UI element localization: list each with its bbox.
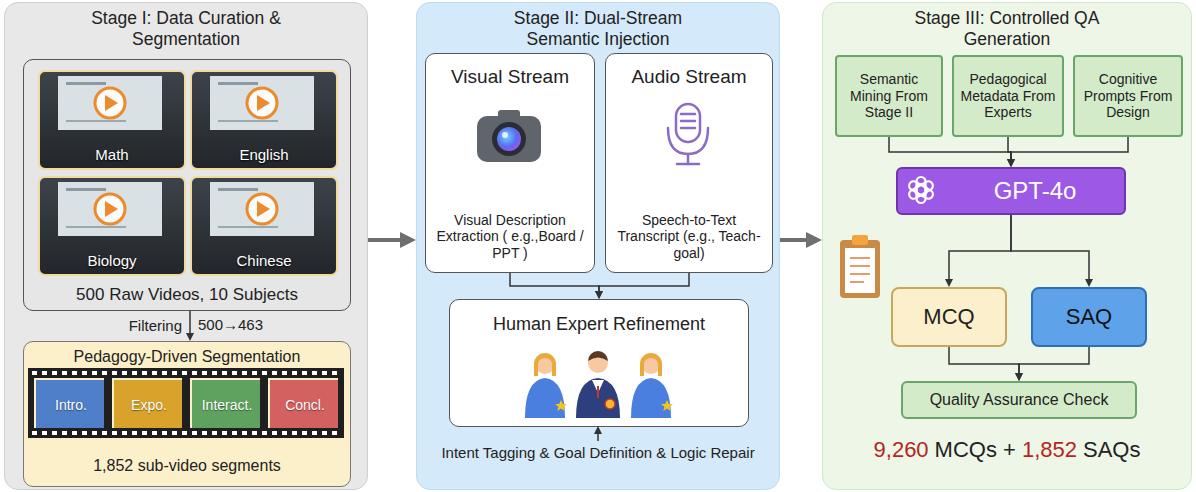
video-thumbnail-art (58, 76, 314, 236)
connector-arrow (1011, 137, 1128, 159)
input-box: Cognitive Prompts From Design (1073, 55, 1183, 137)
node-text: SAQ (1066, 304, 1112, 330)
stage-panel: Stage II: Dual-Stream Semantic Injection… (416, 2, 780, 490)
count-note: 500→463 (198, 315, 263, 335)
video-thumbnail: English (190, 70, 338, 170)
stage-panel: Stage I: Data Curation & Segmentation 500… (4, 2, 368, 490)
connector-arrow (510, 273, 599, 291)
node-text: Stage II: Dual-Stream Semantic Injection (501, 8, 696, 50)
connector-arrow (368, 238, 400, 242)
connector-arrow (189, 311, 191, 333)
refinement-note: Intent Tagging & Goal Definition & Logic… (438, 443, 758, 463)
refinement-input-arrow (597, 434, 599, 441)
node-text: Stage III: Controlled QA Generation (910, 8, 1105, 50)
node-text: Stage I: Data Curation & Segmentation (89, 8, 284, 50)
stream-box: Audio StreamSpeech-to-Text Transcript (e… (605, 53, 773, 273)
video-collection-box: 500 Raw Videos, 10 Subjects Math EnglishBi… (23, 59, 351, 311)
node-text: Expo. (131, 397, 167, 414)
video-thumbnail: Chinese (190, 176, 338, 276)
edge-label: Filtering (129, 316, 182, 336)
node-text: Math (95, 146, 128, 164)
segment-frame: Concl. (270, 380, 340, 430)
connector-arrow (599, 273, 689, 291)
connector-arrow (1011, 215, 1089, 279)
node-text: 500 Raw Videos, 10 Subjects (76, 285, 298, 305)
node-text: Semantic Mining From Stage II (841, 71, 937, 121)
node-text: Pedagogy-Driven Segmentation (74, 347, 301, 366)
camera-icon (477, 110, 541, 162)
node-text: Concl. (285, 397, 325, 414)
expert-figures (525, 351, 673, 418)
segment-frame: Intro. (36, 380, 106, 430)
connector-arrow (949, 215, 1011, 279)
node-text: Pedagogical Metadata From Experts (958, 71, 1058, 121)
node-text: Visual Stream (451, 66, 569, 89)
connector-arrow (1019, 347, 1089, 373)
node-text: Chinese (236, 252, 291, 270)
result-count: SAQs (1083, 437, 1140, 462)
result-line: 9,260MCQs +1,852SAQs (822, 436, 1192, 465)
input-box: Pedagogical Metadata From Experts (952, 55, 1064, 137)
openai-logo (907, 177, 934, 203)
node-text: English (239, 146, 288, 164)
input-box: Semantic Mining From Stage II (835, 55, 943, 137)
node-text: Visual Description Extraction ( e.g.,Boa… (434, 212, 586, 262)
node-text: Speech-to-Text Transcript (e.g., Teach-g… (614, 212, 764, 262)
node-text: GPT-4o (994, 177, 1077, 206)
segment-frame: Expo. (114, 380, 184, 430)
video-thumbnail: Biology (38, 176, 186, 276)
connector-arrow (949, 347, 1019, 373)
refinement-box: Human Expert Refinement (449, 299, 749, 427)
node-text: Human Expert Refinement (493, 314, 705, 336)
connector-arrow (889, 137, 1011, 159)
node-text: Interact. (202, 397, 253, 414)
question-type-box: MCQ (891, 287, 1007, 347)
model-box: GPT-4o (896, 167, 1126, 215)
quality-check-box: Quality Assurance Check (901, 381, 1137, 419)
stream-box: Visual StreamVisual Description Extracti… (425, 53, 595, 273)
connector-arrow (780, 238, 806, 242)
video-thumbnail: Math (38, 70, 186, 170)
node-text: Biology (87, 252, 136, 270)
node-text: MCQ (923, 304, 974, 330)
node-text: Intro. (55, 397, 87, 414)
node-text: 1,852 sub-video segments (93, 456, 281, 475)
result-count: 9,260 (874, 437, 929, 462)
connector-arrow (1008, 137, 1011, 159)
result-count: 1,852 (1022, 437, 1077, 462)
microphone-icon (668, 104, 708, 164)
node-text: Audio Stream (631, 66, 746, 89)
result-count: MCQs + (935, 437, 1016, 462)
question-type-box: SAQ (1031, 287, 1147, 347)
stage-panel: Stage III: Controlled QA GenerationSeman… (822, 2, 1192, 490)
segment-frame: Interact. (192, 380, 262, 430)
segmentation-box: Pedagogy-Driven Segmentation 1,852 sub-vi… (23, 341, 351, 487)
clipboard-icon (840, 235, 880, 298)
filmstrip (28, 368, 344, 438)
node-text: Cognitive Prompts From Design (1079, 71, 1177, 121)
node-text: Quality Assurance Check (930, 390, 1109, 409)
